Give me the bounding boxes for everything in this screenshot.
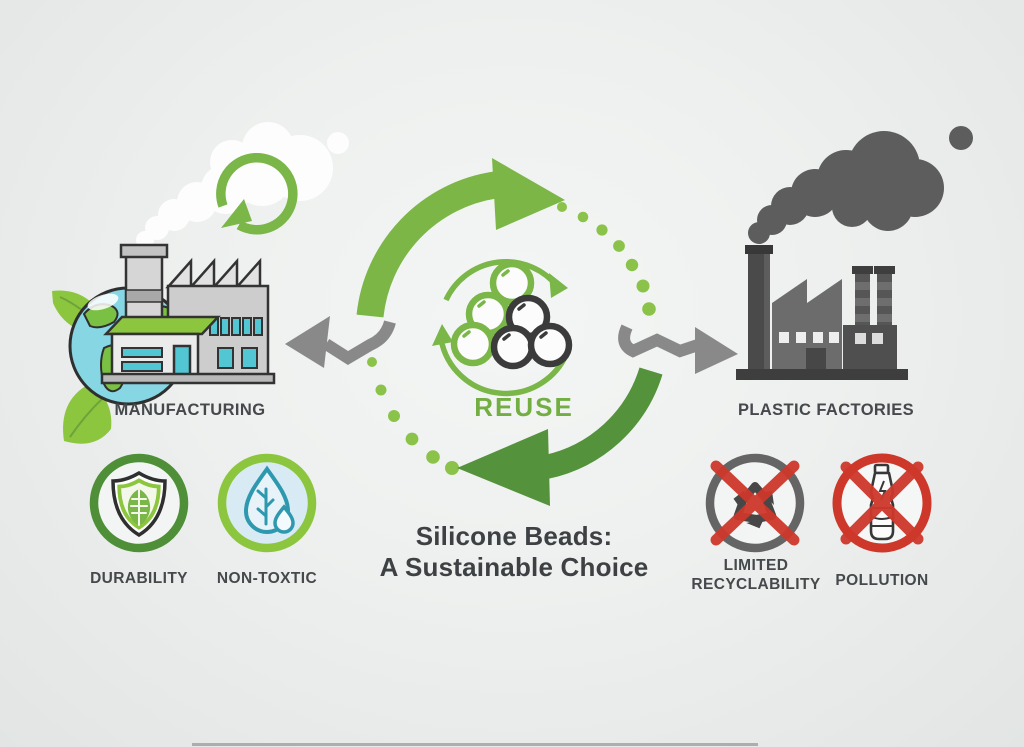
- dark-smoke-cloud: [748, 126, 973, 244]
- crossed-recycling-icon: [710, 460, 800, 546]
- non-toxic-label: NON-TOXTIC: [216, 570, 318, 587]
- water-drop-leaf-icon: [243, 465, 295, 534]
- pollution-label: POLLUTION: [835, 572, 929, 589]
- page-title-line1: Silicone Beads:: [415, 521, 613, 551]
- cycle-dotted-arc-right: [557, 202, 656, 316]
- reuse-label: REUSE: [474, 392, 574, 422]
- red-cross-icon: [710, 460, 800, 546]
- pollution-badge: [832, 453, 932, 553]
- reuse-cycle: [356, 158, 663, 506]
- non-toxic-badge: [217, 453, 317, 553]
- crossed-plastic-bottle-icon: [840, 461, 924, 545]
- cycle-arrowhead-top: [492, 158, 565, 230]
- cycle-arc-top: [356, 171, 498, 318]
- transfer-arrow-right: [618, 324, 738, 374]
- recycle-rotation-icon: [216, 152, 298, 235]
- durability-label: DURABILITY: [90, 570, 188, 587]
- cycle-arc-bottom: [543, 367, 663, 479]
- plastic-factories-label: PLASTIC FACTORIES: [737, 401, 915, 419]
- polluting-factory-icon: [736, 245, 908, 380]
- bottom-divider: [192, 743, 758, 746]
- cycle-arrowhead-bottom: [457, 429, 550, 506]
- durability-badge: [89, 453, 189, 553]
- cycle-dotted-arc-left: [367, 357, 459, 475]
- limited-recyclability-badge: [705, 453, 805, 553]
- red-cross-icon: [840, 461, 924, 545]
- manufacturing-label: MANUFACTURING: [114, 401, 266, 419]
- eco-factory-icon: [100, 243, 276, 385]
- limited-recyclability-label: LIMITED RECYCLABILITY: [691, 557, 821, 593]
- silicone-beads-icon: [432, 259, 573, 397]
- manufacturing-illustration: [52, 122, 349, 444]
- plastic-factory-illustration: [736, 126, 973, 380]
- shield-leaf-icon: [111, 470, 167, 538]
- page-title-line2: A Sustainable Choice: [379, 552, 649, 582]
- transfer-arrow-left: [285, 316, 396, 368]
